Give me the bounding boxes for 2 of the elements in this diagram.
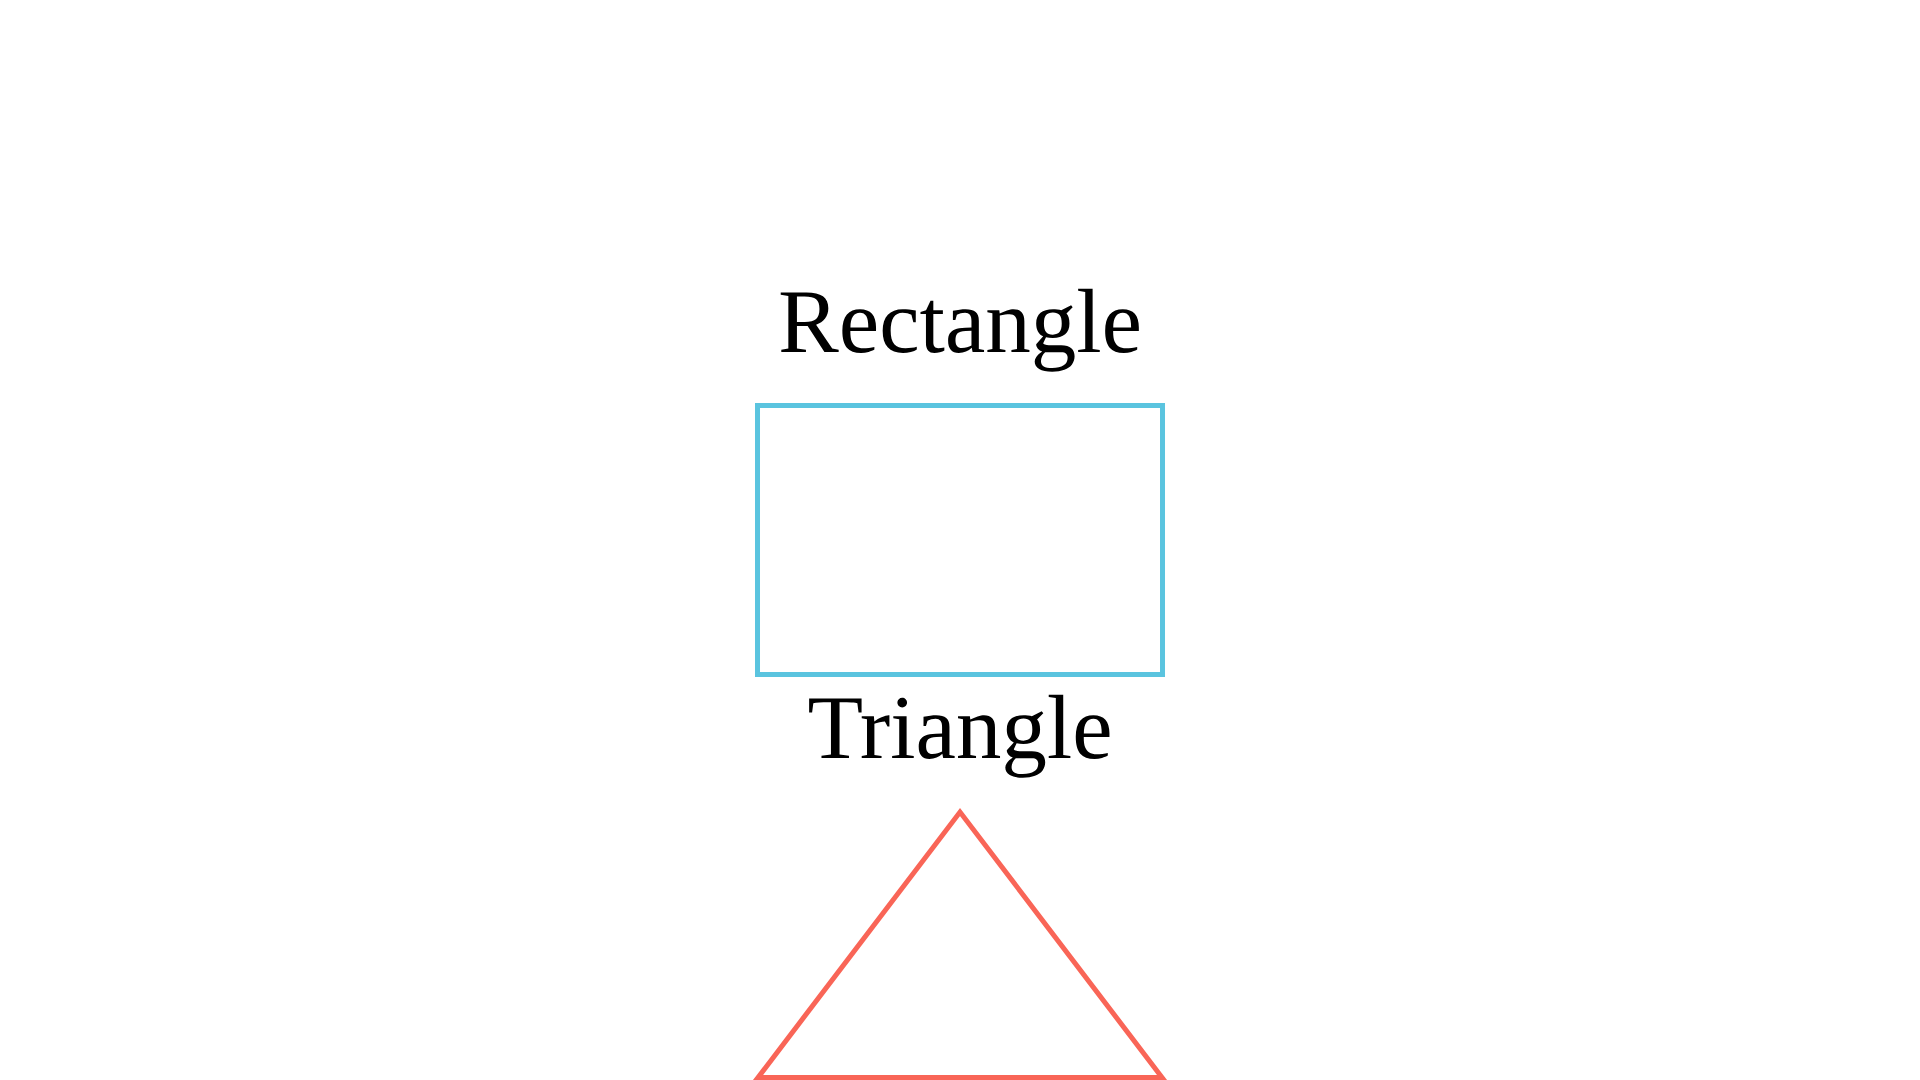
heading: Rectangle [780,288,1139,372]
heading: Triangle [809,694,1110,778]
